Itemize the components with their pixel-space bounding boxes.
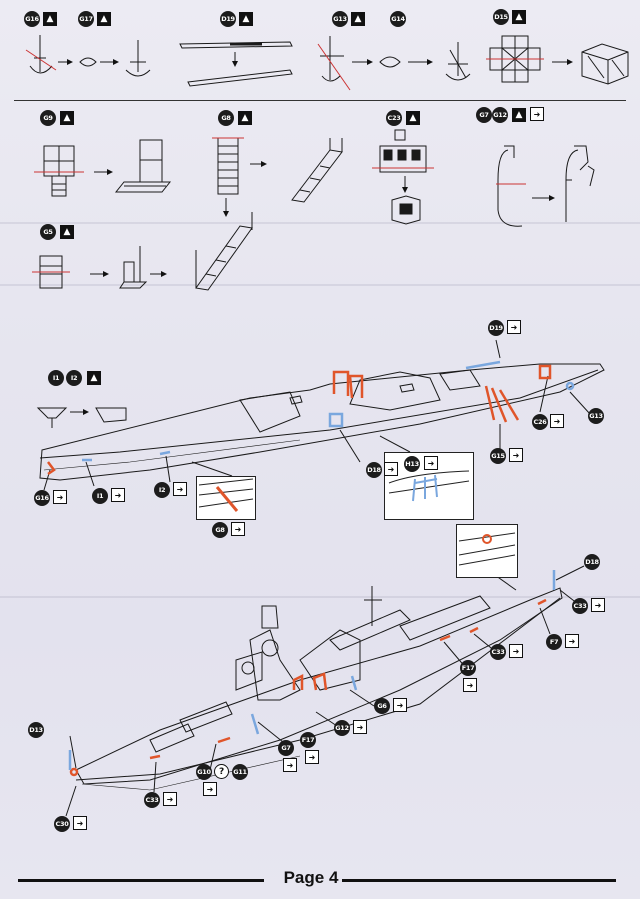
- label-g9: G9: [40, 110, 56, 126]
- inset-g8-detail: [196, 476, 256, 520]
- inset-stern-detail: [456, 524, 518, 578]
- flip-side-icon: ➜: [530, 107, 544, 121]
- front-view-icon: ▲: [239, 12, 253, 26]
- label-i2-hull: I2: [154, 482, 170, 498]
- label-f17-b: F17: [300, 732, 316, 748]
- flip-side-icon: ➜: [305, 750, 319, 764]
- label-g8-hull: G8: [212, 522, 228, 538]
- label-d18: D18: [366, 462, 382, 478]
- label-g17: G17: [78, 11, 94, 27]
- front-view-icon: ▲: [406, 111, 420, 125]
- part-c23: [372, 129, 434, 173]
- paper-fold: [0, 596, 640, 598]
- label-g16: G16: [24, 11, 40, 27]
- label-c23: C23: [386, 110, 402, 126]
- label-f17-a: F17: [460, 660, 476, 676]
- part-g8-ladder: [212, 137, 244, 195]
- front-view-icon: ▲: [97, 12, 111, 26]
- question-icon: ?: [214, 764, 229, 779]
- label-c26: C26: [532, 414, 548, 430]
- flip-side-icon: ➜: [353, 720, 367, 734]
- part-g7-crane: [496, 145, 526, 227]
- label-d18-ship: D18: [584, 554, 600, 570]
- label-c33-c: C33: [144, 792, 160, 808]
- front-view-icon: ▲: [351, 12, 365, 26]
- part-d15-box: [486, 35, 544, 83]
- label-g12-ship: G12: [334, 720, 350, 736]
- label-g11: G11: [232, 764, 248, 780]
- flip-side-icon: ➜: [283, 758, 297, 772]
- label-d19-hull: D19: [488, 320, 504, 336]
- footer-rule-right: [342, 879, 616, 882]
- front-view-icon: ▲: [60, 225, 74, 239]
- flip-side-icon: ➜: [53, 490, 67, 504]
- part-i1: [36, 407, 68, 428]
- label-c33-a: C33: [572, 598, 588, 614]
- label-g6: G6: [374, 698, 390, 714]
- label-c30: C30: [54, 816, 70, 832]
- label-g7-ship: G7: [278, 740, 294, 756]
- label-h13: H13: [404, 456, 420, 472]
- flip-side-icon: ➜: [565, 634, 579, 648]
- flip-side-icon: ➜: [550, 414, 564, 428]
- flip-side-icon: ➜: [173, 482, 187, 496]
- flip-side-icon: ➜: [463, 678, 477, 692]
- label-g10: G10: [196, 764, 212, 780]
- resin-highlights: [68, 360, 575, 770]
- front-view-icon: ▲: [512, 10, 526, 24]
- flip-side-icon: ➜: [424, 456, 438, 470]
- flip-side-icon: ➜: [231, 522, 245, 536]
- label-g12: G12: [492, 107, 508, 123]
- flip-side-icon: ➜: [509, 448, 523, 462]
- front-view-icon: ▲: [43, 12, 57, 26]
- front-view-icon: ▲: [60, 111, 74, 125]
- label-g13-hull: G13: [588, 408, 604, 424]
- photo-etch-highlights: [47, 364, 552, 777]
- flip-side-icon: ➜: [163, 792, 177, 806]
- part-d19-rail: [179, 41, 293, 87]
- flip-side-icon: ➜: [111, 488, 125, 502]
- label-c33-b: C33: [490, 644, 506, 660]
- footer-rule-left: [18, 879, 264, 882]
- label-g5: G5: [40, 224, 56, 240]
- flip-side-icon: ➜: [384, 462, 398, 476]
- label-g16-hull: G16: [34, 490, 50, 506]
- label-f7: F7: [546, 634, 562, 650]
- label-g8: G8: [218, 110, 234, 126]
- flip-side-icon: ➜: [507, 320, 521, 334]
- paper-fold: [0, 284, 640, 286]
- paper-fold: [0, 222, 640, 224]
- flip-side-icon: ➜: [203, 782, 217, 796]
- front-view-icon: ▲: [512, 108, 526, 122]
- label-d13: D13: [28, 722, 44, 738]
- label-g15: G15: [490, 448, 506, 464]
- label-i2: I2: [66, 370, 82, 386]
- flip-side-icon: ➜: [73, 816, 87, 830]
- part-g9-flat: [34, 145, 84, 197]
- part-g16-anchor-step: [25, 35, 57, 74]
- label-d19: D19: [220, 11, 236, 27]
- flip-side-icon: ➜: [393, 698, 407, 712]
- label-g7: G7: [476, 107, 492, 123]
- page-number: Page 4: [283, 868, 339, 887]
- flip-side-icon: ➜: [591, 598, 605, 612]
- part-g5: [32, 255, 70, 289]
- section-divider: [14, 100, 626, 101]
- front-view-icon: ▲: [238, 111, 252, 125]
- label-g14: G14: [390, 11, 406, 27]
- label-d15: D15: [493, 9, 509, 25]
- label-g13: G13: [332, 11, 348, 27]
- flip-side-icon: ➜: [509, 644, 523, 658]
- label-i1-hull: I1: [92, 488, 108, 504]
- front-view-icon: ▲: [87, 371, 101, 385]
- label-i1: I1: [48, 370, 64, 386]
